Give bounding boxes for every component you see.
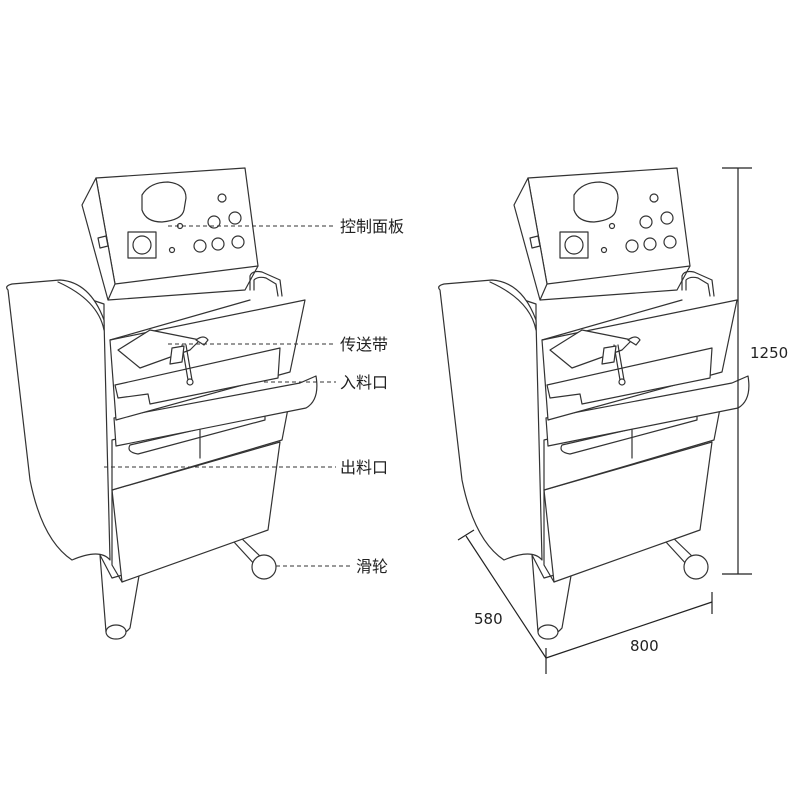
machine-right [438,167,750,640]
label-inlet: 入料口 [340,373,388,392]
depth-dimension [457,529,547,659]
height-dimension [722,167,752,575]
width-dimension [545,592,713,674]
machine-left [6,167,318,640]
height-value: 1250 [750,344,788,362]
label-caster: 滑轮 [356,557,388,576]
label-outlet: 出料口 [340,458,388,477]
label-conveyor-belt: 传送带 [340,335,388,354]
width-value: 800 [630,637,659,655]
depth-value: 580 [474,610,503,628]
label-control-panel: 控制面板 [340,217,404,236]
